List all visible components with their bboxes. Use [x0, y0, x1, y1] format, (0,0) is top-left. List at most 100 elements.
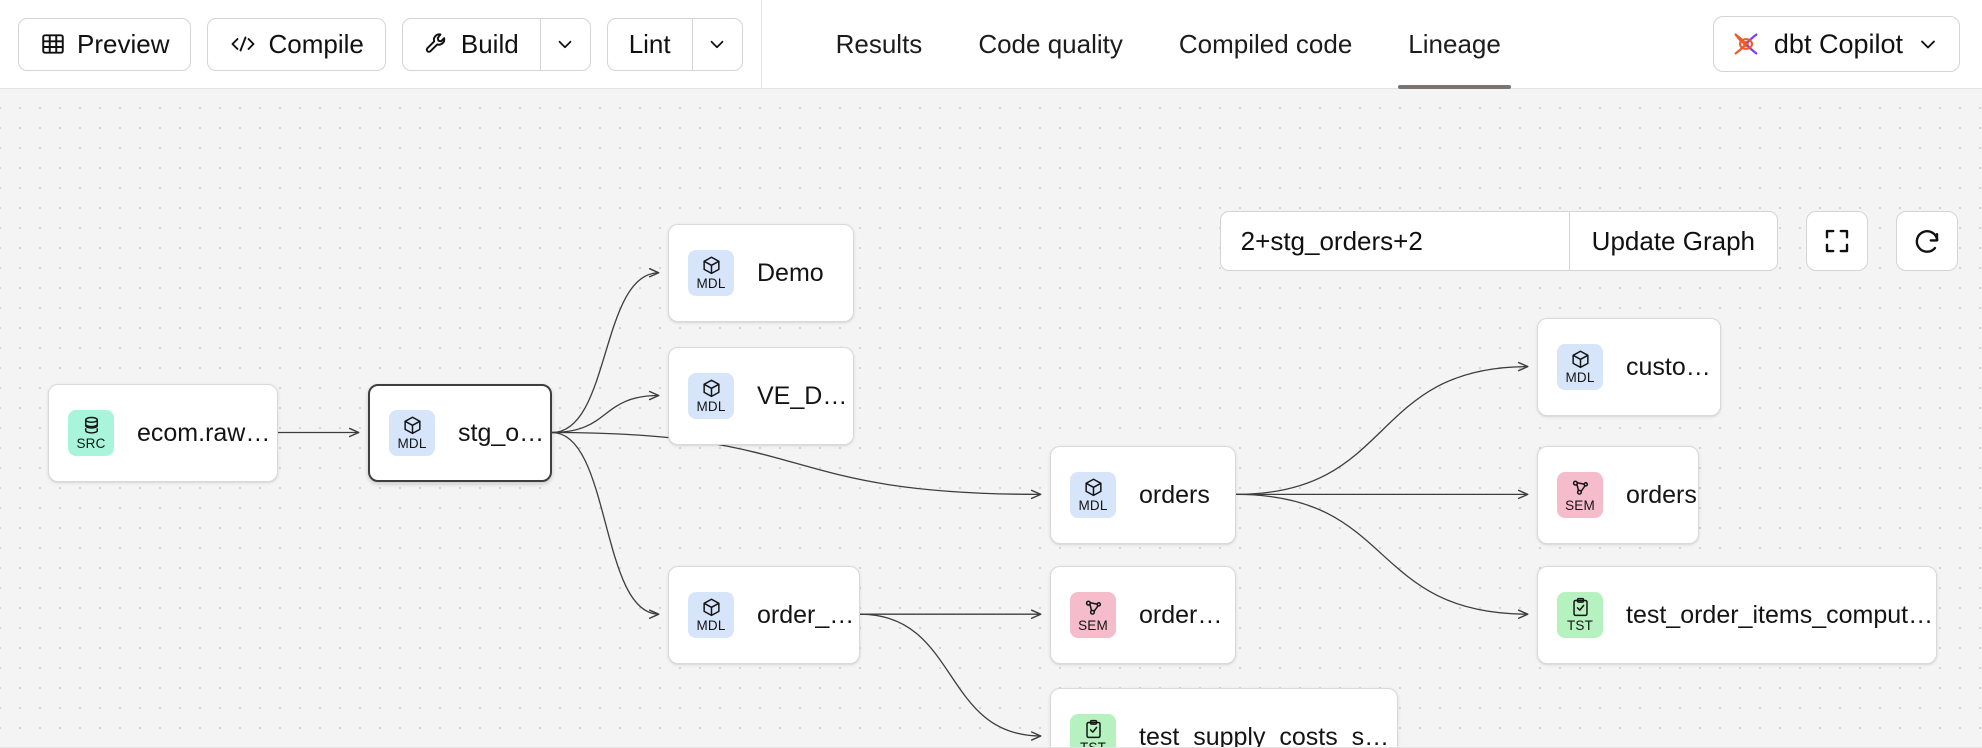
node-name-label: customers [1626, 352, 1720, 381]
lineage-node-order_item_sem[interactable]: SEM order_item [1050, 566, 1236, 664]
chevron-down-icon [706, 33, 728, 55]
lineage-canvas[interactable]: SRCecom.raw_ordersMDLstg_ordersMDLDemoMD… [0, 89, 1982, 748]
mdl-type-badge: MDL [688, 373, 734, 419]
edge-orders_mdl-to-test_order_items [1235, 493, 1529, 619]
update-graph-label: Update Graph [1591, 225, 1755, 256]
compile-button[interactable]: Compile [207, 17, 386, 71]
node-type-label: SRC [76, 436, 106, 452]
mdl-type-badge: MDL [389, 410, 435, 456]
lint-button-group: Lint [606, 17, 743, 71]
tst-type-badge: TST [1070, 714, 1116, 748]
node-type-label: MDL [696, 399, 726, 415]
dbt-copilot-label: dbt Copilot [1773, 28, 1903, 59]
mdl-icon [1083, 477, 1104, 498]
compile-button-label: Compile [268, 28, 364, 59]
table-icon [40, 31, 66, 57]
lint-button-label: Lint [628, 28, 671, 59]
edge-order_items-to-test_supply [859, 613, 1042, 741]
mdl-type-badge: MDL [688, 592, 734, 638]
chevron-down-icon [1916, 32, 1940, 56]
mdl-icon [701, 255, 722, 276]
mdl-icon [701, 597, 722, 618]
lineage-node-ecom_raw_orders[interactable]: SRC ecom.raw_orders [48, 384, 278, 482]
copilot-container: dbt Copilot [1712, 16, 1960, 72]
build-button-group: Build [401, 17, 591, 71]
lineage-node-orders_sem[interactable]: SEM orders [1537, 446, 1699, 544]
lineage-node-order_items[interactable]: MDL order_items [668, 566, 860, 664]
refresh-graph-button[interactable] [1896, 211, 1958, 271]
lint-dropdown-button[interactable] [691, 18, 742, 70]
edge-stg_orders-to-order_items [551, 431, 660, 619]
node-name-label: orders [1139, 480, 1210, 509]
tst-icon [1570, 597, 1591, 618]
lineage-node-ve_demo[interactable]: MDL VE_Demo [668, 347, 854, 445]
node-type-label: MDL [696, 276, 726, 292]
mdl-icon [402, 415, 423, 436]
update-graph-button[interactable]: Update Graph [1568, 212, 1777, 270]
node-type-label: MDL [696, 618, 726, 634]
node-name-label: order_item [1139, 600, 1235, 629]
mdl-icon [701, 378, 722, 399]
fullscreen-icon [1822, 226, 1852, 256]
tab-code-quality-label: Code quality [978, 28, 1123, 59]
tab-compiled-code[interactable]: Compiled code [1151, 0, 1380, 89]
refresh-icon [1912, 226, 1942, 256]
lineage-node-customers[interactable]: MDL customers [1537, 318, 1721, 416]
node-type-label: SEM [1078, 618, 1108, 634]
node-name-label: VE_Demo [757, 381, 853, 410]
tab-results-label: Results [835, 28, 923, 59]
mdl-icon [1570, 349, 1591, 370]
sem-type-badge: SEM [1070, 592, 1116, 638]
mdl-type-badge: MDL [1557, 344, 1603, 390]
fit-view-button[interactable] [1806, 211, 1868, 271]
lineage-node-test_supply[interactable]: TST test_supply_costs_sum_correctly [1050, 688, 1398, 748]
lineage-node-stg_orders[interactable]: MDL stg_orders [368, 384, 552, 482]
mdl-type-badge: MDL [1070, 472, 1116, 518]
node-name-label: test_order_items_compute_to_bools_c… [1626, 600, 1936, 629]
build-button-label: Build [460, 28, 519, 59]
node-name-label: stg_orders [458, 418, 550, 447]
toolbar-divider [760, 0, 762, 89]
preview-button[interactable]: Preview [18, 17, 192, 71]
src-type-badge: SRC [68, 410, 114, 456]
tab-results[interactable]: Results [808, 0, 951, 89]
node-type-label: TST [1079, 740, 1107, 748]
result-pane-tabs: Results Code quality Compiled code Linea… [808, 0, 1529, 89]
edge-orders_mdl-to-customers [1235, 361, 1529, 496]
build-button[interactable]: Build [403, 19, 540, 70]
node-type-label: TST [1566, 618, 1594, 634]
node-name-label: test_supply_costs_sum_correctly [1139, 722, 1397, 748]
dbt-selector-input[interactable] [1220, 212, 1569, 270]
code-brackets-icon [229, 32, 257, 56]
node-name-label: orders [1626, 480, 1697, 509]
edge-stg_orders-to-ve_demo [551, 390, 660, 434]
lineage-node-test_order_items[interactable]: TST test_order_items_compute_to_bools_c… [1537, 566, 1937, 664]
node-name-label: order_items [757, 600, 859, 629]
sem-type-badge: SEM [1557, 472, 1603, 518]
chevron-down-icon [554, 33, 576, 55]
dbt-copilot-button[interactable]: dbt Copilot [1712, 16, 1960, 72]
node-type-label: SEM [1565, 498, 1595, 514]
selector-group: Update Graph [1219, 211, 1778, 271]
node-type-label: MDL [1565, 370, 1595, 386]
tab-compiled-code-label: Compiled code [1178, 28, 1353, 59]
wrench-icon [424, 31, 450, 57]
build-dropdown-button[interactable] [539, 18, 590, 70]
lint-button[interactable]: Lint [608, 19, 692, 70]
tst-type-badge: TST [1557, 592, 1603, 638]
edge-stg_orders-to-demo [551, 268, 660, 434]
editor-toolbar: Preview Compile Build [0, 0, 743, 88]
tab-lineage-label: Lineage [1408, 28, 1501, 59]
sem-icon [1083, 597, 1104, 618]
tab-lineage[interactable]: Lineage [1380, 0, 1529, 89]
tst-icon [1083, 719, 1104, 740]
src-icon [81, 415, 102, 436]
sem-icon [1570, 477, 1591, 498]
mdl-type-badge: MDL [688, 250, 734, 296]
tab-code-quality[interactable]: Code quality [950, 0, 1151, 89]
node-name-label: ecom.raw_orders [137, 418, 277, 447]
lineage-node-orders_mdl[interactable]: MDL orders [1050, 446, 1236, 544]
preview-button-label: Preview [77, 28, 170, 59]
node-type-label: MDL [397, 436, 427, 452]
